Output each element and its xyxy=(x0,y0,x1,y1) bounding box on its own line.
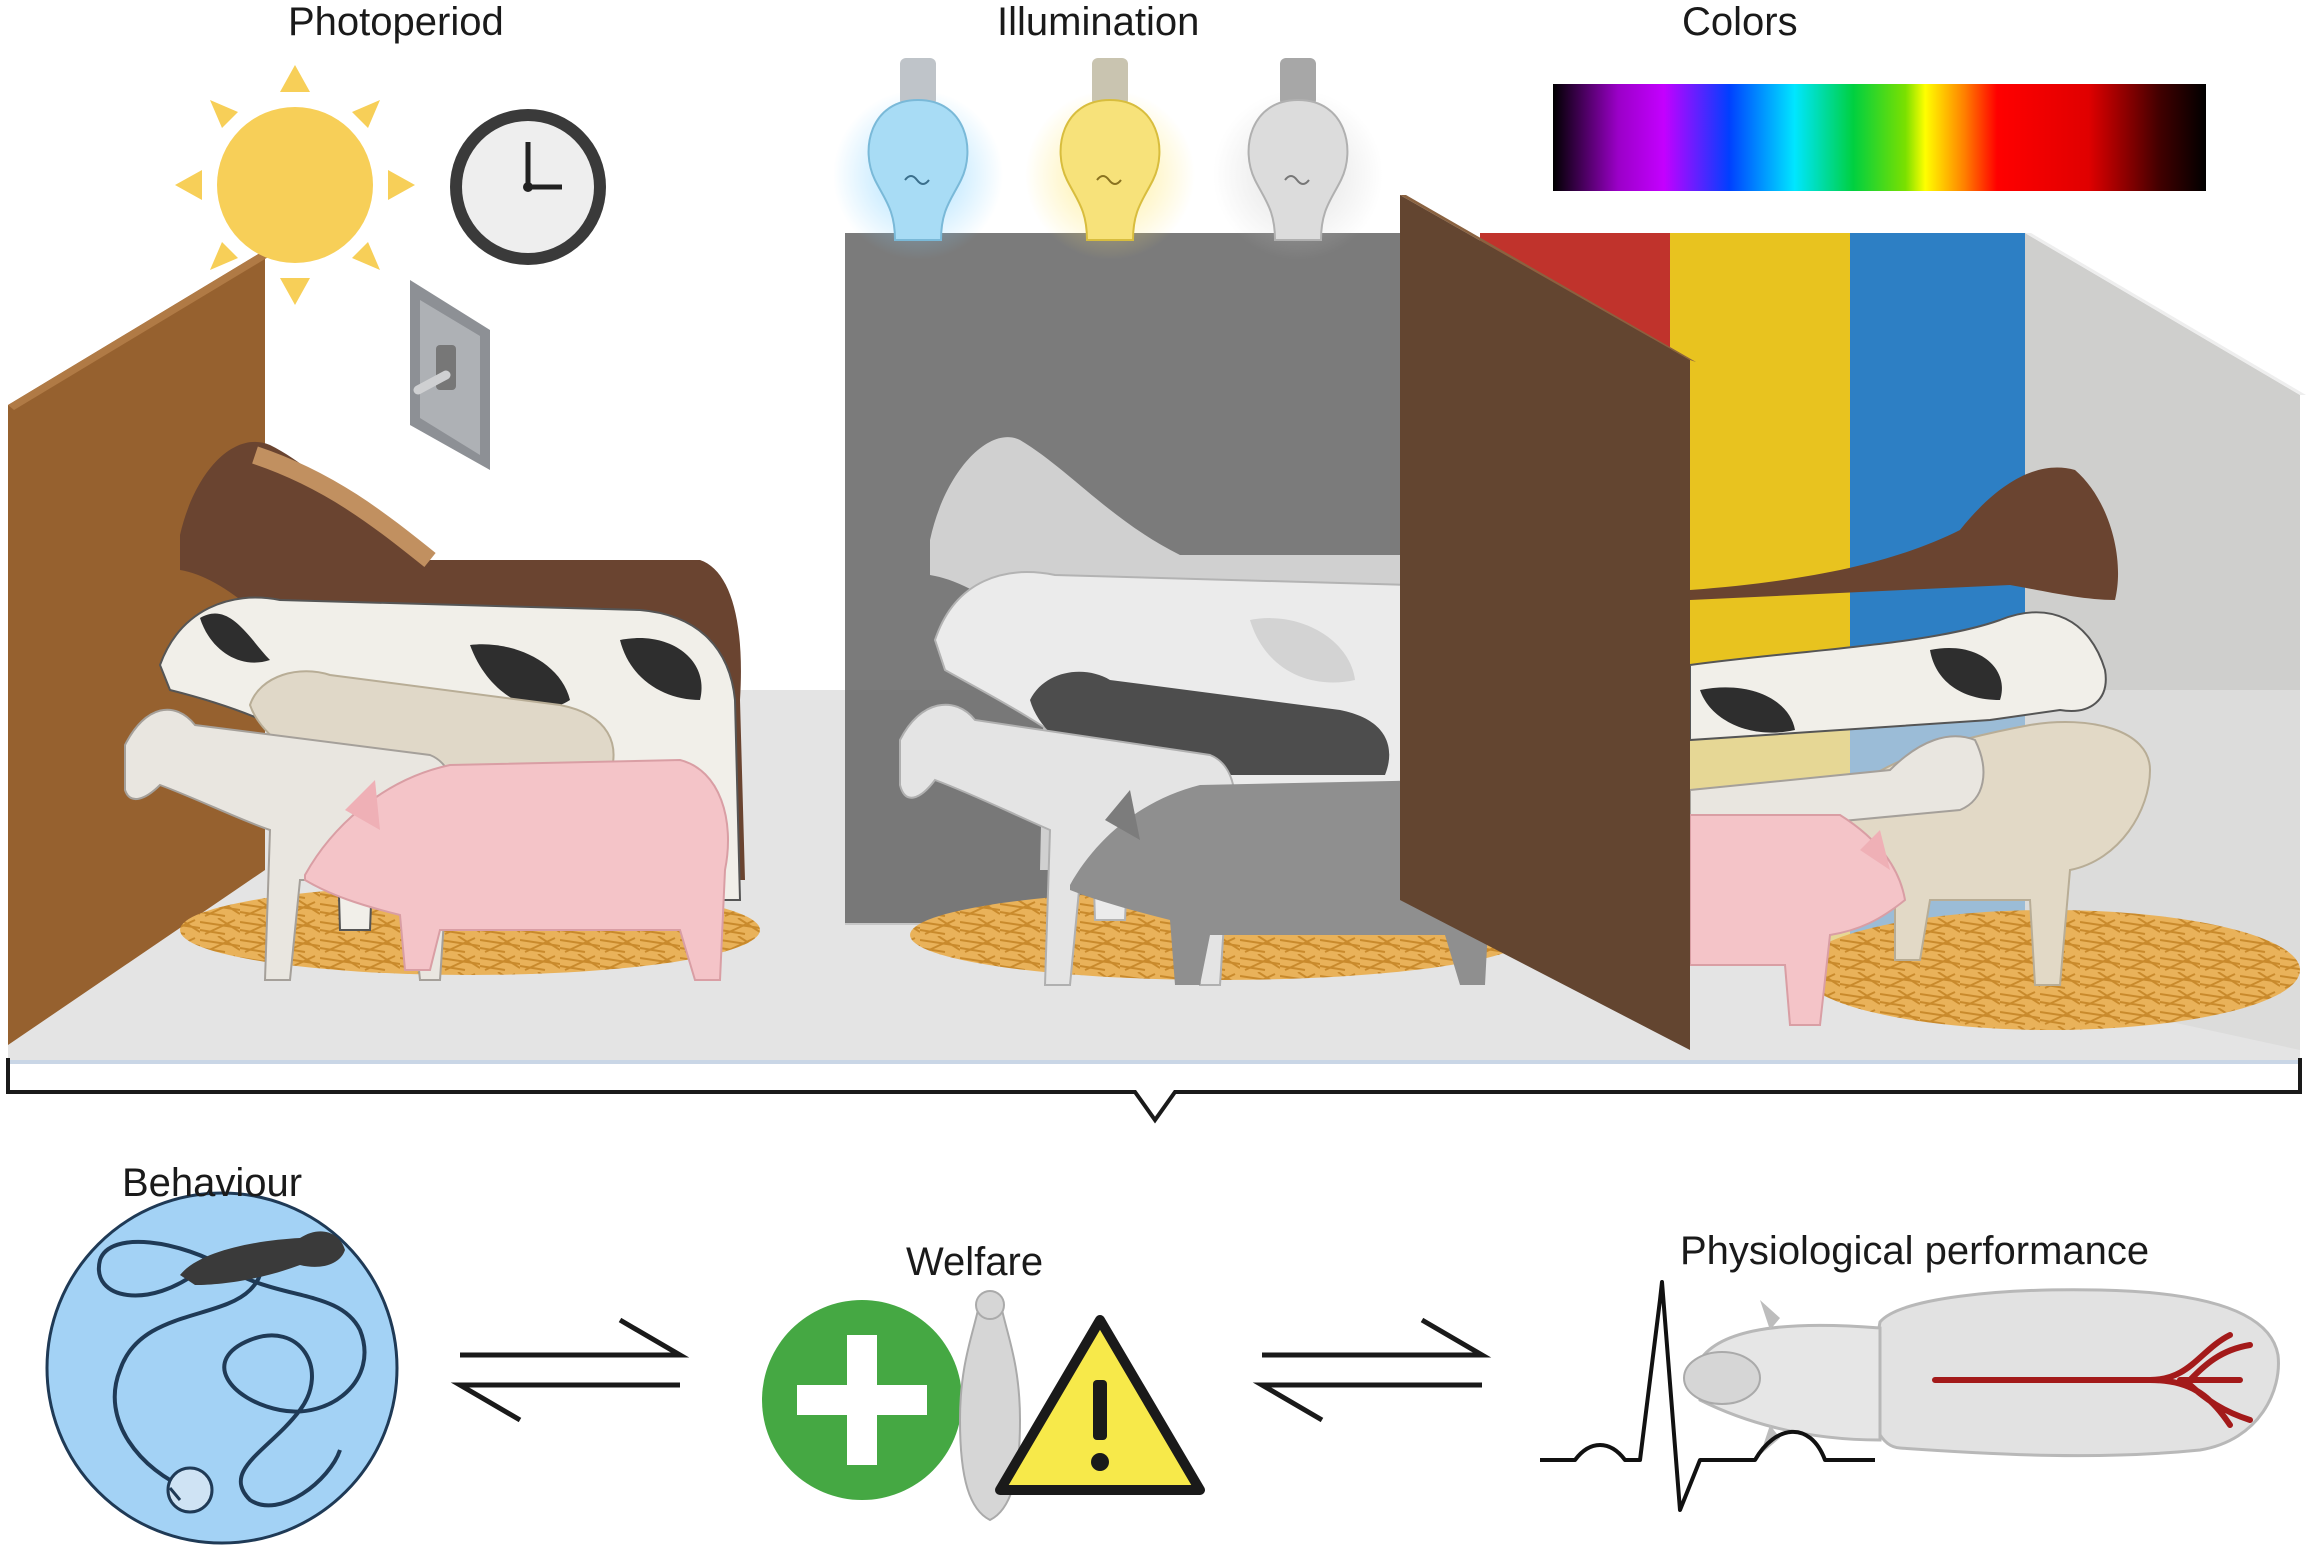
equilibrium-arrows-icon xyxy=(450,1317,690,1423)
behaviour-label: Behaviour xyxy=(122,1161,303,1205)
left-side-wall xyxy=(8,250,265,1045)
pig-figure xyxy=(1689,814,1907,1026)
artery-icon xyxy=(1932,1332,2253,1428)
behaviour-arena-icon xyxy=(45,1191,399,1545)
left-side-wall-edge xyxy=(8,250,270,410)
light-bulb-icon xyxy=(1025,58,1195,260)
ecg-trace xyxy=(1540,1280,1875,1512)
animal-top-view-icon xyxy=(958,1290,1022,1522)
light-switch-icon xyxy=(410,280,490,470)
plus-icon xyxy=(762,1300,962,1500)
light-bulb-icon xyxy=(1213,58,1383,260)
center-divider-wall xyxy=(1400,195,1690,1050)
cow-figure xyxy=(1689,611,2107,742)
color-spectrum xyxy=(1553,84,2206,191)
grouping-bracket xyxy=(6,1058,2302,1124)
light-bulb-icon xyxy=(833,58,1003,260)
warning-icon xyxy=(995,1315,1205,1495)
equilibrium-arrows-icon xyxy=(1252,1317,1492,1423)
pig-figure xyxy=(304,758,729,981)
pig-figure xyxy=(1070,780,1493,985)
goat-figure xyxy=(1689,735,1985,832)
photoperiod-label: Photoperiod xyxy=(288,0,504,44)
cow-top-view-icon xyxy=(1683,1288,2280,1458)
horse-figure xyxy=(1690,467,2119,600)
welfare-label: Welfare xyxy=(906,1240,1044,1284)
right-side-wall-edge xyxy=(2025,233,2306,395)
sun-icon xyxy=(175,65,415,305)
illumination-label: Illumination xyxy=(997,0,1200,44)
physiological-performance-label: Physiological performance xyxy=(1680,1229,2150,1273)
center-divider-wall-edge xyxy=(1400,195,1696,362)
clock-icon xyxy=(450,109,606,265)
colors-label: Colors xyxy=(1682,0,1798,44)
